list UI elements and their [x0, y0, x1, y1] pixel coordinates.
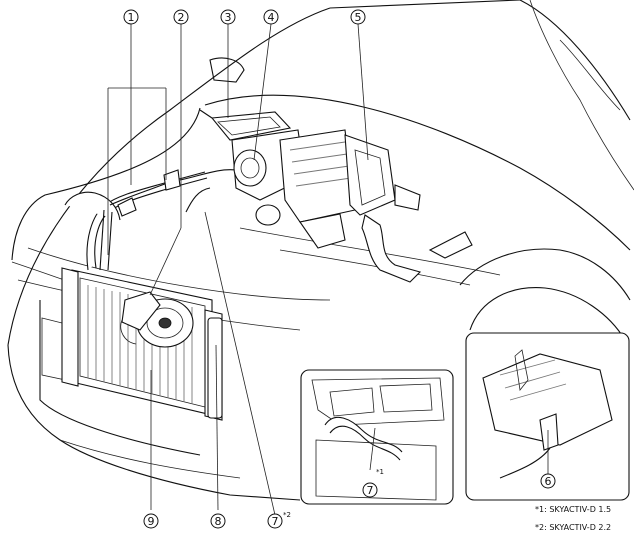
- callout-8: 8: [210, 513, 226, 529]
- callout-number: 2: [178, 11, 185, 24]
- callout-3: 3: [220, 9, 236, 25]
- callout-number: 3: [225, 11, 232, 24]
- callout-2: 2: [173, 9, 189, 25]
- callout-number: 1: [128, 11, 135, 24]
- callout-number: 8: [215, 515, 222, 528]
- footnote-2-text: : SKYACTIV-D 2.2: [544, 523, 612, 532]
- receiver-drier: [207, 317, 223, 419]
- callout-7-star2: 7 *2: [267, 511, 291, 529]
- callout-footnote-mark: *2: [283, 511, 291, 519]
- callout-circle: [362, 482, 378, 498]
- heater-unit-assembly: [199, 109, 473, 283]
- callout-1: 1: [123, 9, 139, 25]
- callout-circle: [263, 9, 279, 25]
- callout-circle: [540, 473, 556, 489]
- callout-number: 9: [148, 515, 155, 528]
- footnote-1: *1: SKYACTIV-D 1.5: [535, 505, 611, 514]
- callout-7-star1: 7*1: [362, 468, 384, 498]
- callout-circle: [123, 9, 139, 25]
- callout-number: 6: [545, 475, 552, 488]
- condenser: [61, 267, 223, 421]
- callout-circle: [173, 9, 189, 25]
- callout-circle: [220, 9, 236, 25]
- callout-5: 5: [350, 9, 366, 25]
- callout-circle: [350, 9, 366, 25]
- inset-detail-evaporator: [465, 332, 630, 501]
- leader-lines: [107, 23, 369, 516]
- callout-4: 4: [263, 9, 279, 25]
- callout-footnote-mark: *1: [376, 468, 384, 476]
- callout-number: 7: [272, 515, 279, 528]
- callout-circle: [143, 513, 159, 529]
- callout-6: 6: [540, 473, 556, 489]
- callout-number: 5: [355, 11, 362, 24]
- footnote-2: *2: SKYACTIV-D 2.2: [535, 523, 611, 532]
- inset-detail-d15: [300, 369, 454, 505]
- refrigerant-pipes: [64, 169, 237, 271]
- footnote-2-mark: *2: [535, 523, 545, 532]
- callout-circle: [267, 513, 283, 529]
- callout-number: 4: [268, 11, 275, 24]
- compressor: [120, 291, 194, 348]
- callout-circle: [210, 513, 226, 529]
- callout-9: 9: [143, 513, 159, 529]
- footnote-1-mark: *1: [535, 505, 545, 514]
- footnote-1-text: : SKYACTIV-D 1.5: [544, 505, 612, 514]
- callout-number: 7: [367, 484, 374, 497]
